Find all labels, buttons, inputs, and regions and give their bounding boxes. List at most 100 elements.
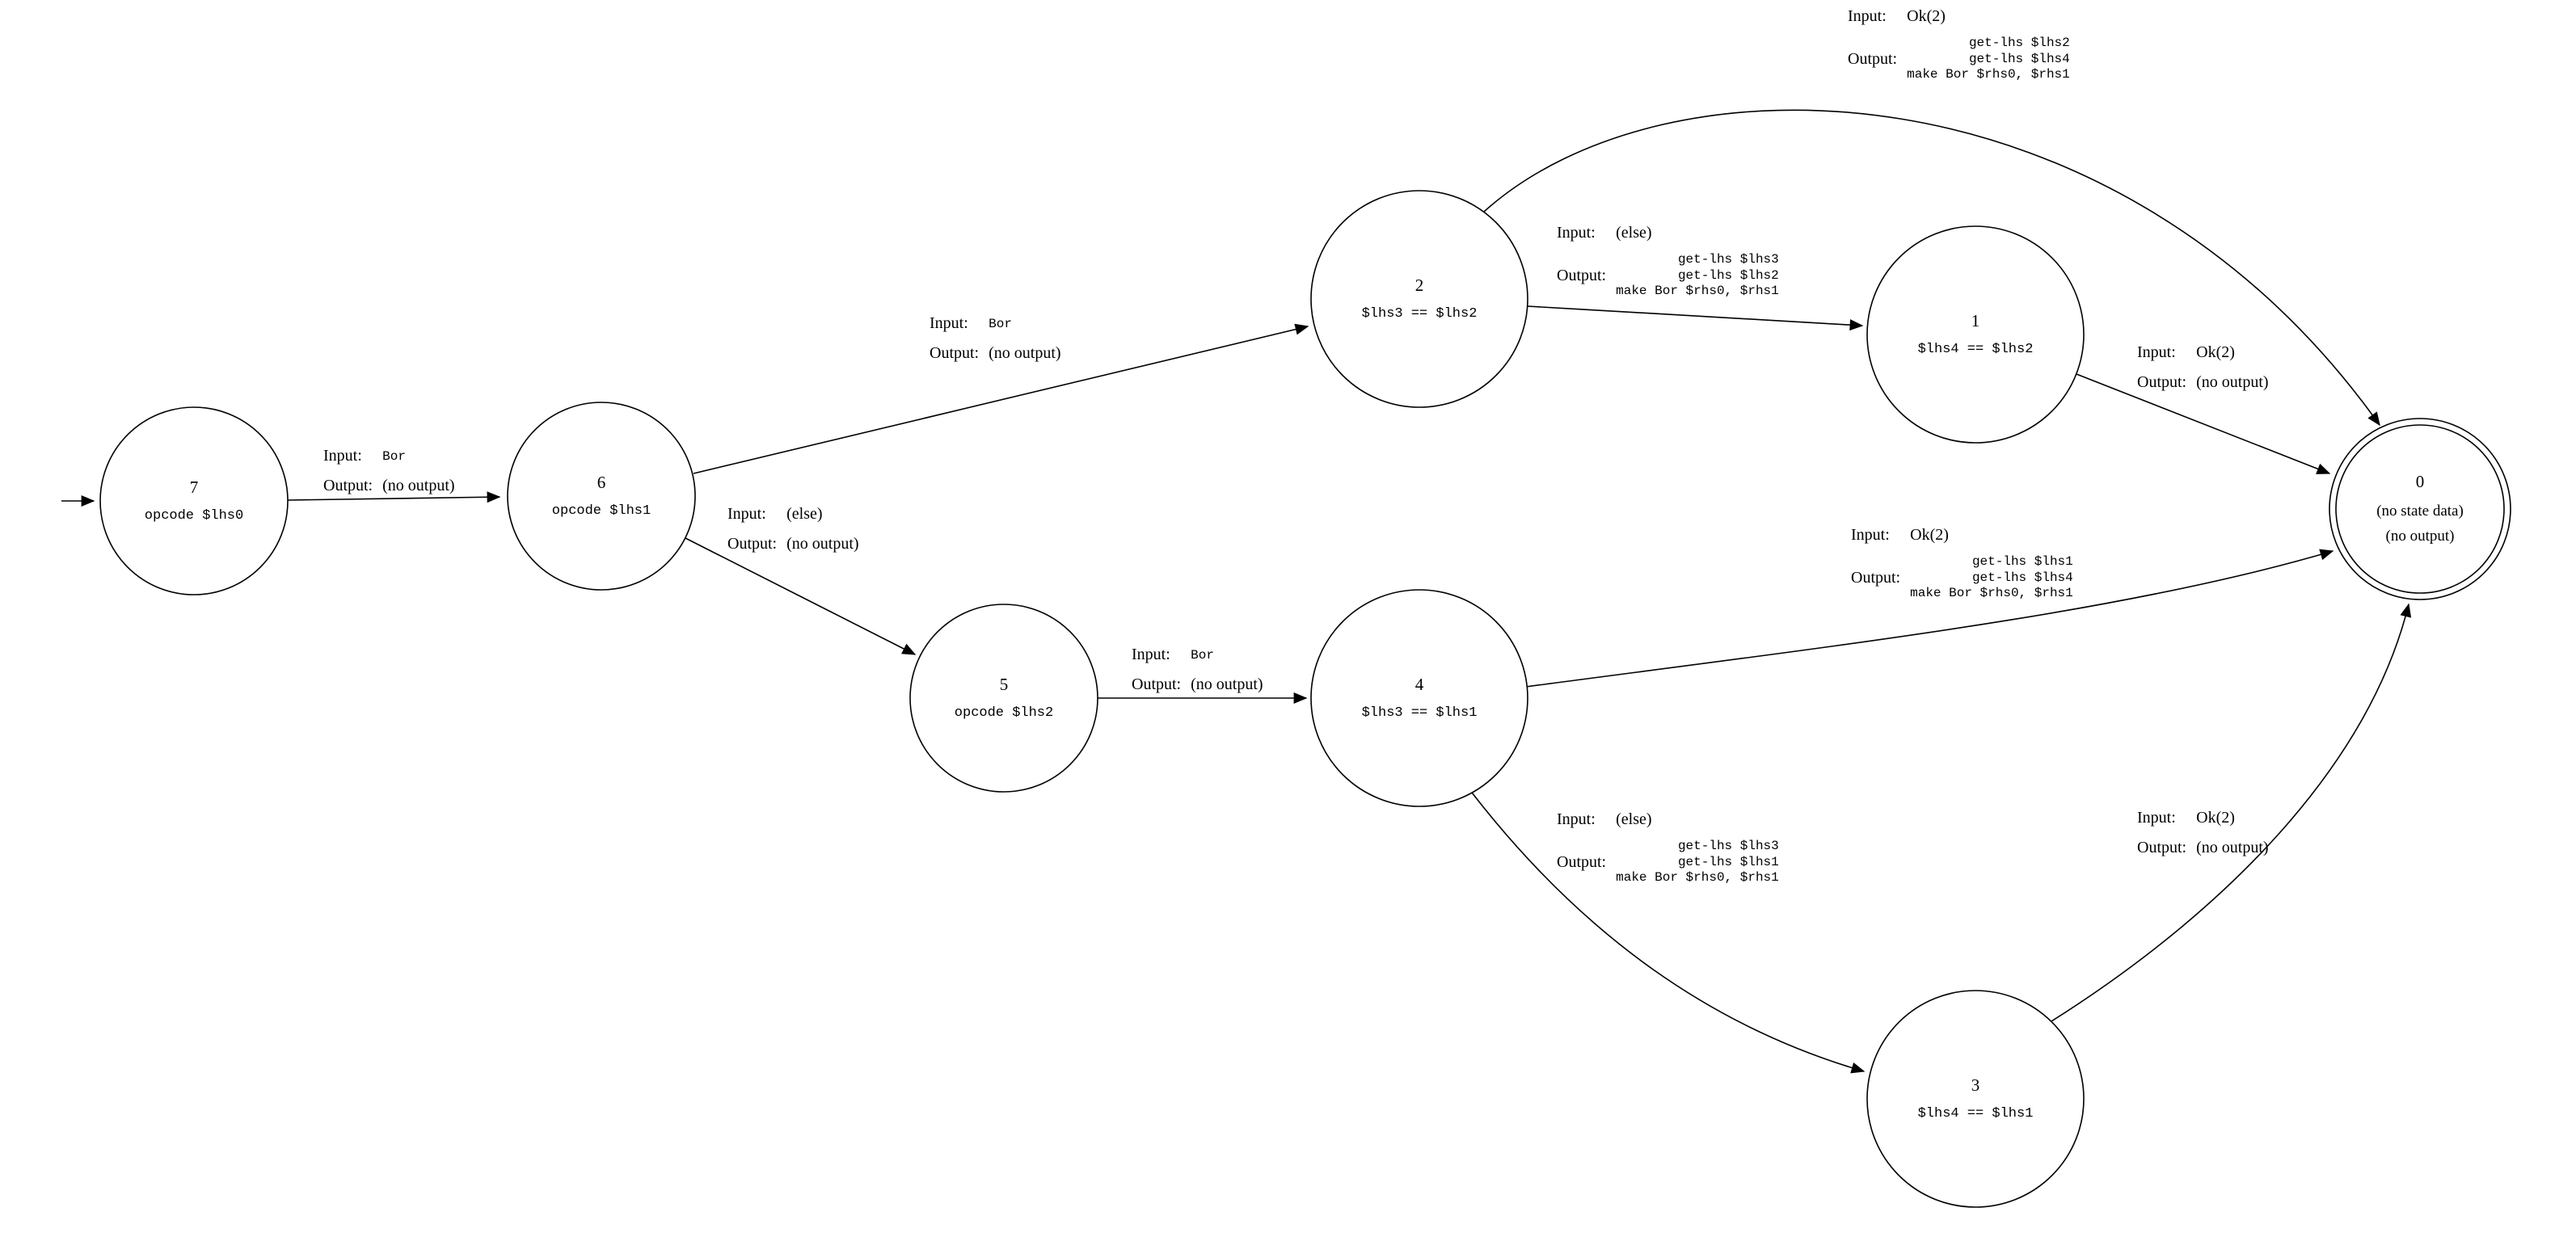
edge-label-6-5: Input: (else) Output: (no output) bbox=[727, 504, 859, 554]
output-line: make Bor $rhs0, $rhs1 bbox=[1616, 284, 1779, 299]
edge-label-6-2: Input: Bor Output: (no output) bbox=[930, 313, 1061, 364]
input-value: Bor bbox=[382, 448, 406, 464]
output-line: make Bor $rhs0, $rhs1 bbox=[1907, 67, 2070, 82]
state-circle-1 bbox=[1866, 225, 2085, 444]
output-value: (no output) bbox=[989, 344, 1061, 362]
state-desc-2: (no output) bbox=[2385, 528, 2455, 545]
output-line: get-lhs $lhs1 bbox=[1971, 554, 2073, 569]
output-value: (no output) bbox=[1191, 675, 1263, 693]
input-key: Input: bbox=[1557, 810, 1596, 828]
state-circle-3 bbox=[1866, 990, 2085, 1208]
input-value: (else) bbox=[1616, 810, 1652, 828]
output-value: get-lhs $lhs3 get-lhs $lhs1 make Bor $rh… bbox=[1616, 839, 1779, 886]
input-key: Input: bbox=[1848, 7, 1887, 25]
state-circle-5 bbox=[909, 604, 1098, 793]
edge-label-5-4: Input: Bor Output: (no output) bbox=[1132, 645, 1263, 695]
state-id: 4 bbox=[1414, 674, 1424, 694]
state-id: 7 bbox=[189, 477, 199, 497]
state-desc: $lhs4 == $lhs1 bbox=[1917, 1105, 2034, 1121]
edge-label-2-1: Input: (else) Output: get-lhs $lhs3 get-… bbox=[1557, 223, 1779, 299]
state-desc: opcode $lhs2 bbox=[954, 705, 1054, 721]
state-desc: opcode $lhs1 bbox=[551, 503, 651, 519]
output-value: get-lhs $lhs1 get-lhs $lhs4 make Bor $rh… bbox=[1910, 554, 2073, 601]
input-key: Input: bbox=[1132, 646, 1170, 663]
edge-label-2-0: Input: Ok(2) Output: get-lhs $lhs2 get-l… bbox=[1848, 6, 2070, 82]
output-key: Output: bbox=[323, 477, 373, 494]
output-value: (no output) bbox=[382, 477, 455, 494]
output-key: Output: bbox=[1132, 675, 1182, 693]
state-desc: $lhs4 == $lhs2 bbox=[1917, 341, 2034, 357]
state-id: 6 bbox=[597, 472, 606, 492]
output-line: get-lhs $lhs3 bbox=[1677, 252, 1779, 267]
state-desc: $lhs3 == $lhs2 bbox=[1361, 305, 1478, 322]
output-key: Output: bbox=[1557, 266, 1607, 284]
state-node-1: 1 $lhs4 == $lhs2 bbox=[1918, 311, 2034, 358]
state-node-2: 2 $lhs3 == $lhs2 bbox=[1362, 276, 1478, 322]
input-key: Input: bbox=[727, 505, 766, 523]
input-value: (else) bbox=[786, 505, 823, 523]
edge-label-3-0: Input: Ok(2) Output: (no output) bbox=[2137, 808, 2269, 858]
edge-4-0 bbox=[1525, 549, 2334, 688]
edge-6-5 bbox=[685, 537, 917, 655]
output-key: Output: bbox=[727, 535, 778, 553]
input-value: Bor bbox=[1191, 647, 1214, 663]
edge-label-1-0: Input: Ok(2) Output: (no output) bbox=[2137, 343, 2269, 393]
edge-2-0 bbox=[1483, 109, 2380, 427]
output-value: (no output) bbox=[2196, 373, 2269, 391]
output-key: Output: bbox=[1851, 568, 1901, 587]
output-line: get-lhs $lhs3 bbox=[1677, 839, 1779, 853]
edge-4-3 bbox=[1471, 792, 1866, 1074]
state-id: 3 bbox=[1971, 1075, 1980, 1095]
edge-1-0 bbox=[2076, 373, 2331, 474]
output-value: (no output) bbox=[2196, 839, 2269, 856]
input-key: Input: bbox=[2137, 809, 2176, 827]
edge-label-4-3: Input: (else) Output: get-lhs $lhs3 get-… bbox=[1557, 810, 1779, 886]
input-value: Ok(2) bbox=[2196, 809, 2235, 827]
state-desc: (no state data) bbox=[2376, 503, 2464, 520]
output-line: get-lhs $lhs4 bbox=[1971, 570, 2073, 585]
output-line: get-lhs $lhs1 bbox=[1677, 854, 1779, 869]
input-key: Input: bbox=[2137, 343, 2176, 361]
input-key: Input: bbox=[1557, 224, 1596, 242]
input-value: Ok(2) bbox=[1907, 7, 1946, 25]
output-value: (no output) bbox=[786, 535, 859, 553]
output-line: make Bor $rhs0, $rhs1 bbox=[1616, 870, 1779, 886]
output-key: Output: bbox=[1848, 49, 1898, 68]
output-line: make Bor $rhs0, $rhs1 bbox=[1910, 586, 2073, 601]
output-value: get-lhs $lhs3 get-lhs $lhs2 make Bor $rh… bbox=[1616, 252, 1779, 299]
state-node-3: 3 $lhs4 == $lhs1 bbox=[1918, 1075, 2034, 1122]
edge-6-2 bbox=[693, 323, 1309, 474]
state-node-4: 4 $lhs3 == $lhs1 bbox=[1362, 675, 1478, 722]
output-key: Output: bbox=[2137, 373, 2187, 391]
state-desc: opcode $lhs0 bbox=[144, 507, 244, 524]
output-line: get-lhs $lhs2 bbox=[1677, 267, 1779, 283]
input-value: Ok(2) bbox=[1910, 526, 1949, 544]
output-line: get-lhs $lhs4 bbox=[1968, 51, 2070, 66]
input-key: Input: bbox=[930, 314, 968, 332]
state-id: 0 bbox=[2415, 472, 2425, 492]
edge-label-4-0: Input: Ok(2) Output: get-lhs $lhs1 get-l… bbox=[1851, 525, 2073, 601]
state-circle-4 bbox=[1310, 589, 1528, 807]
state-node-7: 7 opcode $lhs0 bbox=[145, 478, 243, 524]
state-desc: $lhs3 == $lhs1 bbox=[1361, 705, 1478, 721]
state-circle-0-inner bbox=[2335, 424, 2505, 594]
input-value: (else) bbox=[1616, 224, 1652, 242]
output-line: get-lhs $lhs2 bbox=[1968, 36, 2070, 50]
input-value: Bor bbox=[989, 316, 1012, 331]
state-node-6: 6 opcode $lhs1 bbox=[552, 473, 651, 520]
state-id: 1 bbox=[1971, 310, 1980, 330]
edge-7-6 bbox=[287, 491, 501, 503]
edge-2-1 bbox=[1527, 305, 1864, 331]
state-circle-2 bbox=[1310, 190, 1528, 408]
state-circle-7 bbox=[99, 406, 289, 595]
output-key: Output: bbox=[1557, 852, 1607, 871]
state-id: 2 bbox=[1414, 275, 1424, 295]
input-value: Ok(2) bbox=[2196, 343, 2235, 361]
state-circle-6 bbox=[507, 402, 696, 591]
input-key: Input: bbox=[1851, 526, 1890, 544]
state-id: 5 bbox=[999, 674, 1009, 694]
input-key: Input: bbox=[323, 447, 362, 465]
edge-3-0 bbox=[2051, 603, 2412, 1022]
